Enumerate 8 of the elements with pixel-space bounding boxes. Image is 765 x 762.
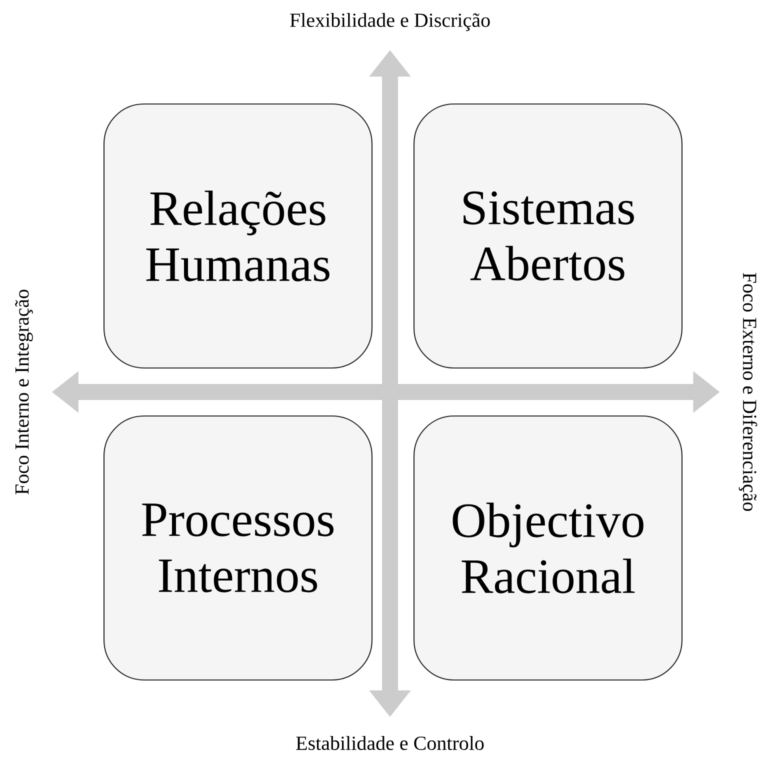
axis-label: Estabilidade e Controlo: [296, 736, 484, 750]
quadrant-box: Objectivo Racional: [413, 415, 683, 681]
quadrant-box: Processos Internos: [103, 415, 373, 681]
axis-label: Foco Interno e Integração: [15, 290, 33, 494]
axis-label: Flexibilidade e Discrição: [290, 12, 490, 32]
quadrant-box: Sistemas Abertos: [413, 103, 683, 369]
quadrant-box: Relações Humanas: [103, 103, 373, 369]
axis-label: Foco Externo e Diferenciação: [738, 272, 758, 511]
